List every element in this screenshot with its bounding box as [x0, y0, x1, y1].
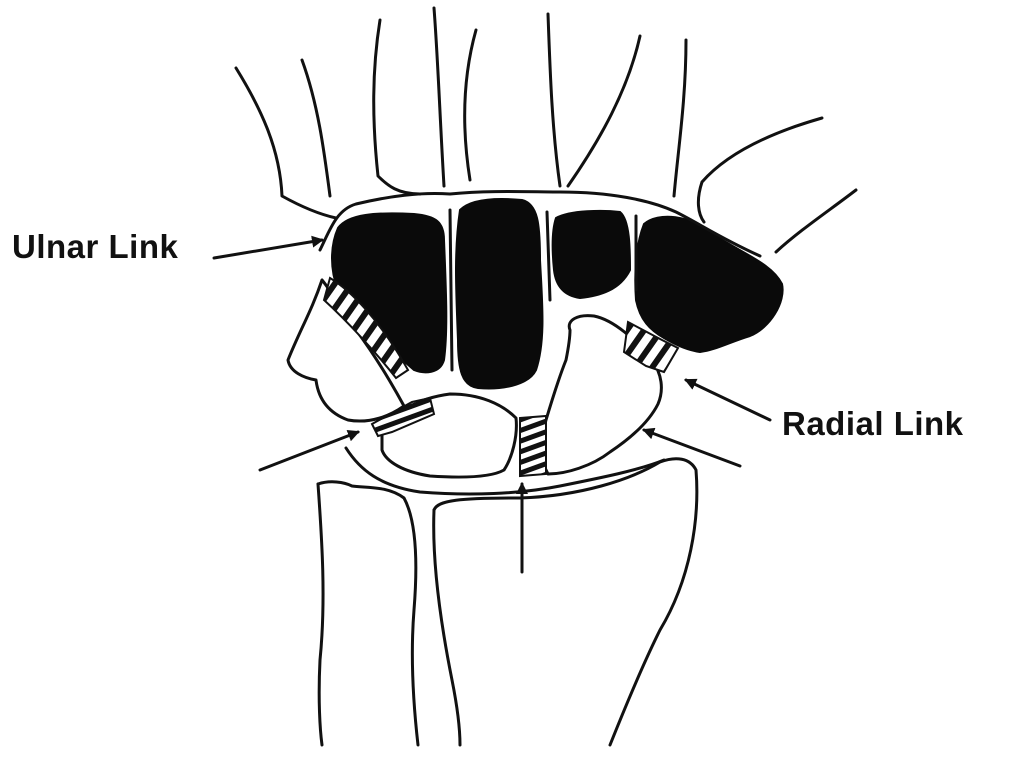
ulna [318, 482, 418, 745]
metacarpal-2-edge [674, 40, 686, 196]
radius [434, 459, 697, 745]
metacarpal-4-edge [434, 8, 444, 186]
metacarpal-1-edge [776, 190, 856, 252]
radial-link-label: Radial Link [782, 405, 964, 443]
metacarpal-4 [374, 20, 420, 194]
ulnar-link-label: Ulnar Link [12, 228, 178, 266]
metacarpal-2 [568, 36, 640, 186]
radial-link-arrow [686, 380, 770, 420]
metacarpal-3 [465, 30, 476, 180]
scapholunate-link [520, 416, 546, 476]
trapezoid [553, 211, 630, 298]
metacarpal-1 [698, 118, 822, 222]
metacarpal-5-edge [302, 60, 330, 196]
ulnar-link-arrow [214, 240, 322, 258]
trapezium [635, 217, 782, 352]
ulna-inner [318, 484, 323, 745]
triquetrum-arrow [260, 432, 358, 470]
radius-inner [434, 510, 460, 745]
capitate [456, 199, 543, 388]
metacarpal-3-edge [548, 14, 560, 186]
